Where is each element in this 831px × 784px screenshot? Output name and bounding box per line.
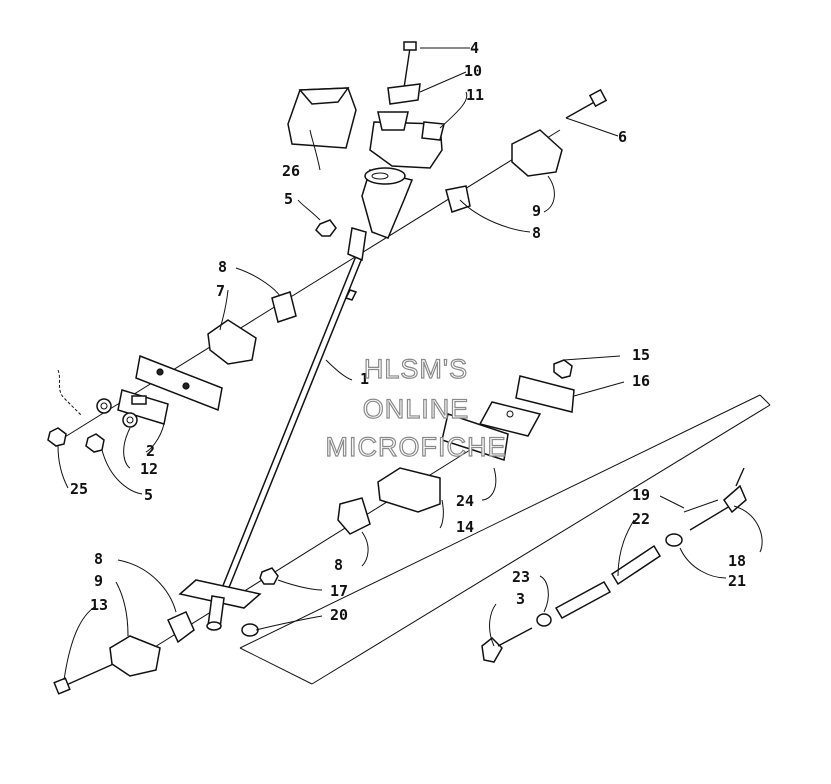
cover-boot — [287, 87, 357, 149]
watermark-line-2: ONLINE — [363, 394, 470, 424]
steering-post — [178, 167, 414, 631]
lower-nut-washer — [241, 567, 279, 637]
callout-19: 19 — [632, 486, 650, 504]
callout-18: 18 — [728, 552, 746, 570]
right-plate-assembly — [441, 359, 575, 461]
callout-12: 12 — [140, 460, 158, 478]
callout-10: 10 — [464, 62, 482, 80]
callout-23: 23 — [512, 568, 530, 586]
lower-clamp — [337, 467, 441, 535]
callout-labels: 4 10 11 6 26 5 9 8 8 7 15 1 16 2 12 25 5… — [70, 39, 746, 624]
callout-5-lower: 5 — [144, 486, 153, 504]
callout-9-upper: 9 — [532, 202, 541, 220]
assembly-lines — [59, 129, 771, 685]
callout-7: 7 — [216, 282, 225, 300]
upper-right-clamp — [445, 88, 608, 213]
callout-8-upper-right: 8 — [532, 224, 541, 242]
callout-2: 2 — [146, 442, 155, 460]
nut-upper — [315, 219, 337, 237]
callout-16: 16 — [632, 372, 650, 390]
callout-13: 13 — [90, 596, 108, 614]
callout-25: 25 — [70, 480, 88, 498]
callout-11: 11 — [466, 86, 484, 104]
top-clamp-assembly — [369, 41, 445, 169]
callout-17: 17 — [330, 582, 348, 600]
callout-22: 22 — [632, 510, 650, 528]
callout-5-upper: 5 — [284, 190, 293, 208]
watermark: HLSM'S ONLINE MICROFICHE — [325, 353, 507, 462]
callout-26: 26 — [282, 162, 300, 180]
tie-rod-assembly — [481, 467, 747, 663]
leader-lines — [57, 47, 763, 681]
callout-6: 6 — [618, 128, 627, 146]
callout-15: 15 — [632, 346, 650, 364]
left-clamp — [207, 291, 297, 365]
callout-8-left: 8 — [218, 258, 227, 276]
callout-8-lower-left: 8 — [94, 550, 103, 568]
strap-plate-assembly — [47, 354, 223, 453]
callout-21: 21 — [728, 572, 746, 590]
callout-8-lower-mid: 8 — [334, 556, 343, 574]
callout-4: 4 — [470, 39, 479, 57]
callout-24: 24 — [456, 492, 474, 510]
callout-9-lower: 9 — [94, 572, 103, 590]
watermark-line-1: HLSM'S — [364, 354, 468, 384]
watermark-line-3: MICROFICHE — [326, 432, 507, 462]
callout-1: 1 — [360, 370, 369, 388]
callout-14: 14 — [456, 518, 474, 536]
callout-3: 3 — [516, 590, 525, 608]
callout-20: 20 — [330, 606, 348, 624]
lower-left-clamp — [53, 611, 195, 695]
